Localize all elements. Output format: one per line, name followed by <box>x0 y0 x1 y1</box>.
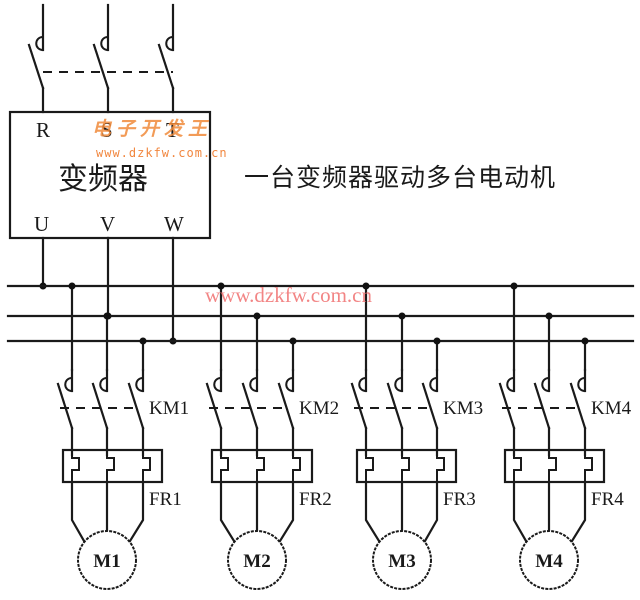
output-bus <box>6 284 635 343</box>
vfd-output-u: U <box>34 212 49 236</box>
overload-relay-fr3 <box>355 448 458 484</box>
junction-dot <box>139 337 147 345</box>
overload-label: FR4 <box>591 489 624 510</box>
junction-dot <box>398 312 406 320</box>
vfd-input-r: R <box>36 118 50 142</box>
contactor-label: KM3 <box>443 398 483 419</box>
overload-relay-fr2 <box>210 448 314 484</box>
vfd-output-v: V <box>100 212 115 236</box>
watermark-url-large: www.dzkfw.com.cn <box>205 283 372 307</box>
motor-label: M3 <box>388 551 415 572</box>
vfd-output-w: W <box>164 212 184 236</box>
motor-m1 <box>77 530 137 590</box>
junction-dot <box>510 282 518 290</box>
junction-dot <box>253 312 261 320</box>
overload-relay-fr1 <box>61 448 164 484</box>
junction-dot <box>68 282 76 290</box>
contactor-km1 <box>56 368 145 457</box>
vfd-block: R S T 变频器 U V W <box>8 110 212 240</box>
contactor-label: KM4 <box>591 398 632 419</box>
vfd-input-t: T <box>166 118 179 142</box>
contactor-label: KM1 <box>149 398 189 419</box>
main-switch-pole <box>92 3 110 114</box>
vfd-box <box>8 110 212 240</box>
motor-m2 <box>227 530 287 590</box>
motor-m3 <box>372 530 432 590</box>
junction-dot <box>362 282 370 290</box>
contactor-km3 <box>350 368 439 457</box>
diagram-title: 一台变频器驱动多台电动机 <box>244 163 556 192</box>
motor-label: M4 <box>535 551 563 572</box>
overload-label: FR2 <box>299 489 332 510</box>
contactor-label: KM2 <box>299 398 339 419</box>
overload-label: FR3 <box>443 489 476 510</box>
motor-label: M2 <box>243 551 270 572</box>
main-switch-pole <box>27 3 45 114</box>
junction-dot <box>217 282 225 290</box>
motor-m4 <box>519 530 579 590</box>
contactor-km2 <box>205 368 295 457</box>
junction-dot <box>433 337 441 345</box>
junction-dot <box>103 312 111 320</box>
main-breaker-switch <box>27 3 175 114</box>
main-switch-pole <box>157 3 175 114</box>
watermark-url-small: www.dzkfw.com.cn <box>96 146 228 160</box>
overload-label: FR1 <box>149 489 182 510</box>
junction-dot <box>581 337 589 345</box>
junction-dot <box>545 312 553 320</box>
watermark-logo: 电子开发王 <box>92 118 212 140</box>
contactor-km4 <box>498 368 587 457</box>
vfd-name: 变频器 <box>58 162 148 197</box>
vfd-input-s: S <box>101 118 113 142</box>
junction-dot <box>289 337 297 345</box>
motor-label: M1 <box>93 551 120 572</box>
overload-relay-fr4 <box>503 448 606 484</box>
